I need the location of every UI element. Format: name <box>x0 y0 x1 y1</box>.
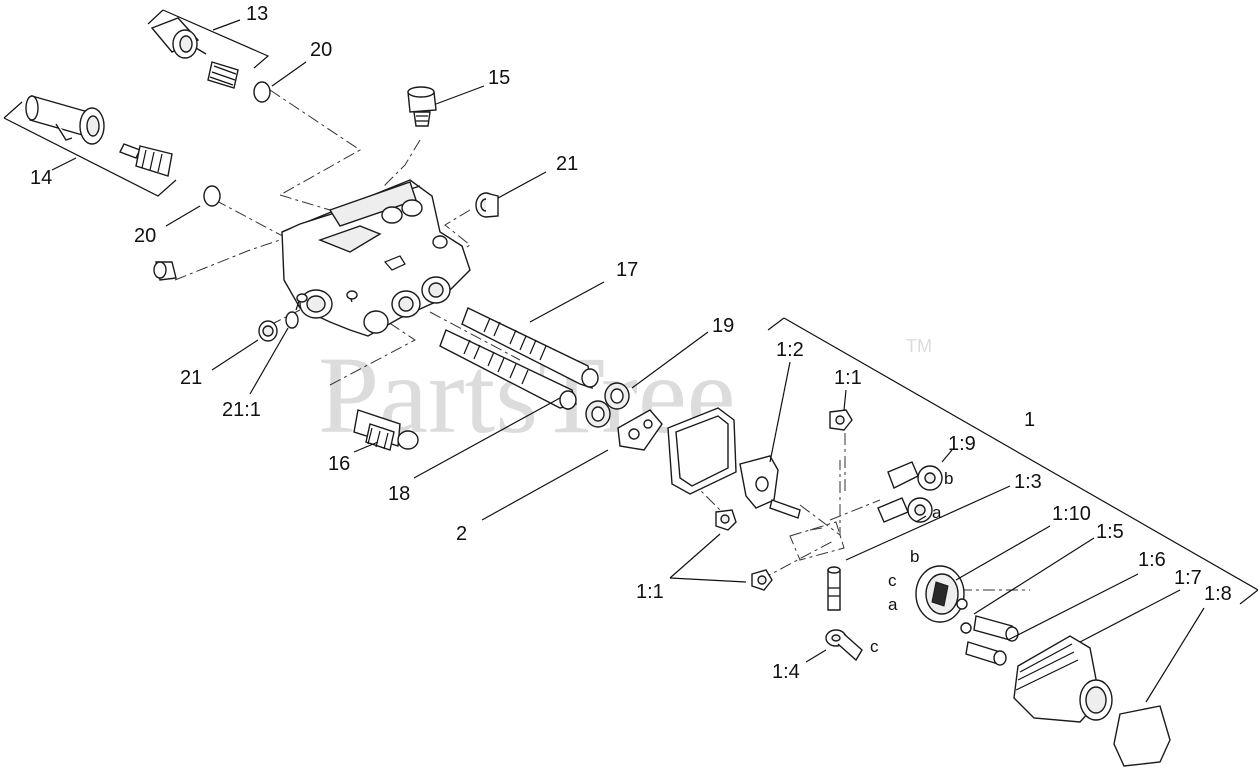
label-1-5: 1:5 <box>1096 521 1124 543</box>
label-1-6: 1:6 <box>1138 549 1166 571</box>
label-16: 16 <box>328 453 350 475</box>
part-1-5-screw <box>973 615 1019 642</box>
part-20-oring-top <box>253 81 271 103</box>
label-2: 2 <box>456 523 467 545</box>
part-21-plug-lower <box>258 320 278 342</box>
part-19-seals <box>585 382 630 428</box>
part-14-sleeve <box>25 95 105 145</box>
part-1-9-ball-joint-b <box>887 461 943 491</box>
label-1-9: 1:9 <box>948 433 976 455</box>
part-20-oring-left <box>203 185 221 207</box>
label-c-hub: c <box>888 571 897 590</box>
label-17: 17 <box>616 259 638 281</box>
part-17-spool <box>461 307 599 390</box>
part-21-1-oring <box>285 311 299 329</box>
part-15-cartridge <box>407 86 437 127</box>
label-1-4: 1:4 <box>772 661 800 683</box>
part-18-spool <box>439 329 577 410</box>
part-1-8-seal-ring <box>1113 705 1171 767</box>
label-1-2: 1:2 <box>776 339 804 361</box>
label-15: 15 <box>488 67 510 89</box>
label-c-rod-end: c <box>870 637 879 656</box>
label-b-ball-joint: b <box>944 469 953 488</box>
part-1-3-stud <box>827 566 841 611</box>
label-21-top: 21 <box>556 153 578 175</box>
part-1-10-lever-hub <box>915 565 972 634</box>
label-1-1-top: 1:1 <box>834 367 862 389</box>
part-1-1-nut-bottom <box>751 569 773 591</box>
watermark-trademark: TM <box>906 336 932 356</box>
part-1-2-end-cap <box>667 407 801 519</box>
label-1-10: 1:10 <box>1052 503 1091 525</box>
label-1-1-bottom: 1:1 <box>636 581 664 603</box>
label-19: 19 <box>712 315 734 337</box>
label-14: 14 <box>30 167 52 189</box>
label-1-3: 1:3 <box>1014 471 1042 493</box>
valve-body <box>281 179 471 337</box>
label-18: 18 <box>388 483 410 505</box>
label-1: 1 <box>1024 409 1035 431</box>
part-1-1-nut-mid <box>715 509 737 531</box>
part-1-6-screw <box>965 641 1007 666</box>
part-21-plug-top <box>475 192 499 218</box>
part-16-relief-valve <box>353 409 419 451</box>
label-13: 13 <box>246 3 268 25</box>
label-1-8: 1:8 <box>1204 583 1232 605</box>
callout-labels: 13 20 15 14 21 20 17 19 21 21:1 16 18 2 … <box>30 3 1232 683</box>
label-1-7: 1:7 <box>1174 567 1202 589</box>
part-1-7-boot <box>1013 635 1113 723</box>
part-1-4-rod-end <box>825 629 863 662</box>
part-13-sleeve <box>150 17 207 59</box>
label-21-lower: 21 <box>180 367 202 389</box>
linkage-bracket <box>789 521 845 561</box>
leader-lines <box>51 19 1205 703</box>
label-20-left: 20 <box>134 225 156 247</box>
part-1-9-ball-joint-a <box>877 497 933 523</box>
label-b-hub: b <box>910 547 919 566</box>
label-20-top: 20 <box>310 39 332 61</box>
part-1-1-nut-top <box>829 409 853 431</box>
part-2-gasket <box>617 409 663 451</box>
label-a-ball-joint: a <box>932 503 942 522</box>
label-21-1: 21:1 <box>222 399 261 421</box>
label-a-hub: a <box>888 595 898 614</box>
part-13-spring <box>207 61 239 89</box>
body-side-fitting <box>153 261 177 281</box>
part-14-spring <box>119 143 173 177</box>
group-brackets <box>3 9 1258 605</box>
